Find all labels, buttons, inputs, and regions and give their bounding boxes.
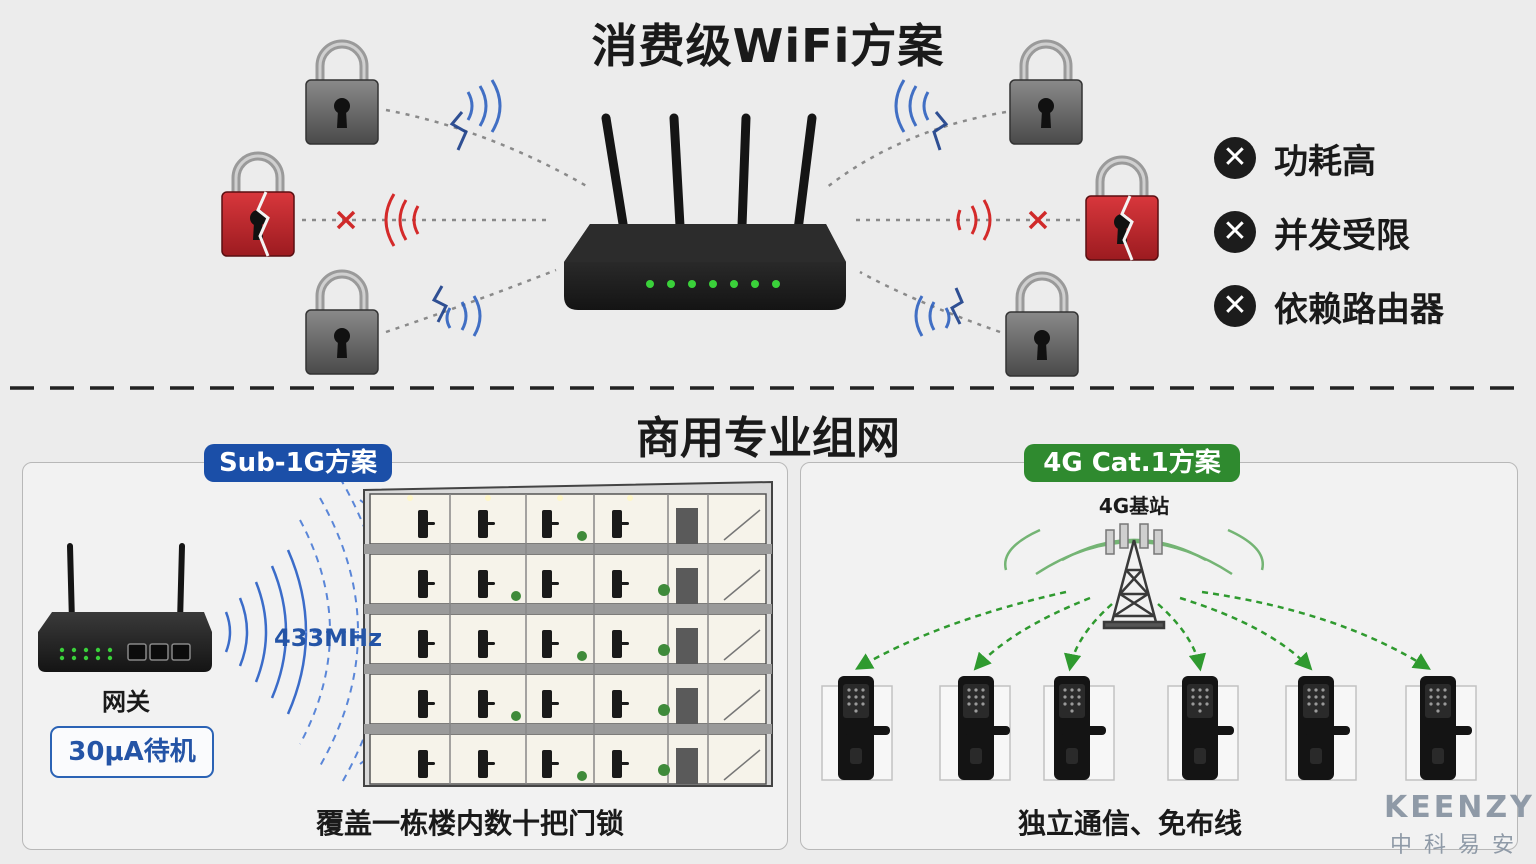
building-icon [363, 480, 773, 787]
standby-badge: 30μA待机 [50, 726, 214, 778]
gateway-icon [38, 543, 212, 672]
con-item-concurrency: ✕ 并发受限 [1214, 210, 1410, 256]
cat1-badge: 4G Cat.1方案 [1024, 444, 1240, 482]
frequency-label: 433MHz [274, 624, 383, 652]
con-label: 依赖路由器 [1274, 289, 1444, 330]
broken-padlock-icon [222, 156, 294, 256]
tower-label: 4G基站 [1098, 494, 1170, 518]
logo-cn: 中科易安 [1389, 833, 1526, 858]
padlock-icon [1006, 276, 1078, 376]
con-label: 并发受限 [1274, 215, 1410, 256]
sub1g-caption: 覆盖一栋楼内数十把门锁 [315, 807, 624, 840]
con-item-power: ✕ 功耗高 [1214, 136, 1376, 182]
smart-lock-doors [821, 676, 1477, 781]
cat1-caption: 独立通信、免布线 [1017, 807, 1242, 840]
sub1g-badge: Sub-1G方案 [204, 444, 392, 482]
wifi-section-title: 消费级WiFi方案 [591, 19, 945, 73]
broken-padlock-icon [1086, 160, 1158, 260]
wifi-signal-icon [384, 79, 992, 337]
cell-tower-icon [1102, 523, 1166, 630]
con-item-router-dependency: ✕ 依赖路由器 [1214, 284, 1444, 330]
close-icon: ✕ [1214, 211, 1256, 253]
commercial-section-title: 商用专业组网 [636, 413, 900, 464]
tower-signal-rings [1003, 528, 1265, 576]
router-icon [564, 113, 846, 310]
cat1-arrows [854, 590, 1431, 672]
brand-logo: KEENZY 中科易安 [1384, 790, 1532, 859]
connection-fail-marks [336, 210, 1048, 230]
padlock-icon [306, 274, 378, 374]
close-icon: ✕ [1214, 137, 1256, 179]
building-plants [511, 531, 670, 781]
gateway-label: 网关 [102, 688, 150, 716]
con-label: 功耗高 [1274, 141, 1376, 182]
logo-en: KEENZY [1384, 790, 1535, 825]
close-icon: ✕ [1214, 285, 1256, 327]
